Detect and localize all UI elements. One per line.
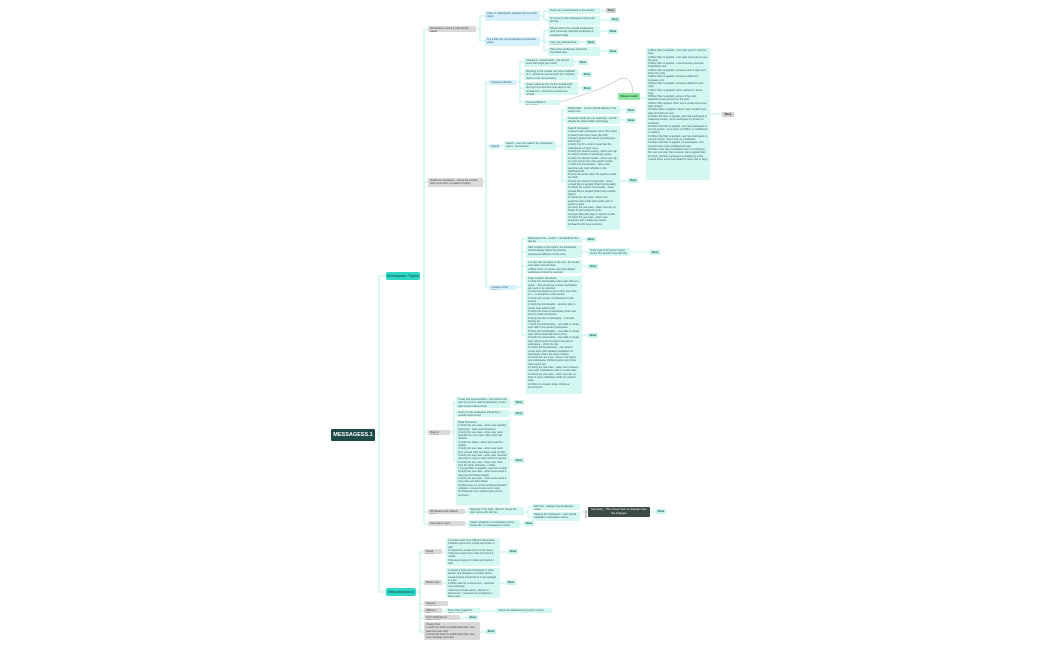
done-badge: Done [608, 49, 618, 54]
node-filter-count[interactable]: Show count [618, 93, 640, 100]
node-topics-sorted[interactable]: Topics are sorted based on the activity [548, 8, 600, 14]
node-creation-2-note[interactable]: Once topic is for some unread, shows the… [588, 248, 630, 256]
done-badge: Done [626, 108, 636, 113]
node-new-topic-desc[interactable]: Latest navigation to workspace screen - … [468, 520, 520, 528]
node-search[interactable]: Search [489, 144, 500, 149]
node-hover-title[interactable]: On hover on the workspace: shows the ful… [548, 16, 600, 25]
node-search-desc[interactable]: Search - user can search the workspace t… [504, 141, 556, 150]
done-badge: Done [656, 509, 666, 514]
node-unread-vs-read[interactable]: Unread vs (Read) [489, 80, 516, 85]
done-badge: Done [578, 60, 588, 65]
summary-node[interactable]: Summary - This screen has no changes fro… [588, 507, 650, 517]
done-badge: Done [606, 8, 616, 13]
node-creation-3[interactable]: 1.If user has no topics to the can - the… [526, 260, 582, 273]
done-badge: Done [650, 250, 660, 255]
node-unread-1[interactable]: Shown above the unread workspaces, (and … [548, 26, 600, 37]
node-filter-scenarios[interactable]: 1.When filter is applied - user gets pus… [646, 48, 710, 180]
node-different-note[interactable]: Check the data/streaming push reporter [496, 608, 552, 613]
node-visual-banner[interactable]: Visual banner [424, 549, 442, 554]
node-unread-item-3[interactable]: If user marks as the not the unread topi… [524, 82, 578, 95]
node-creation-1[interactable]: Delivered to the + button > should direc… [526, 236, 582, 243]
node-unread-3[interactable]: Title of the workspace should be truncat… [548, 47, 600, 56]
node-inside-workspace[interactable]: Inside the workspace - shows the unread … [428, 178, 483, 187]
done-badge: Done [486, 629, 496, 634]
branch-workspace-topics[interactable]: Workspace Topics [386, 272, 420, 280]
node-search-scenarios[interactable]: Search Scenarios: 1.Search with workspac… [566, 126, 620, 230]
node-marked-2[interactable]: Tapping the workspace - user should navi… [532, 512, 580, 521]
node-unread-item-2[interactable]: Replying to the unread one (inner bubble… [524, 69, 578, 80]
node-unread-item-1[interactable]: Unread on unread topics - the should sho… [524, 58, 574, 67]
node-creation-topic[interactable]: Creation of the topic (+) [489, 285, 516, 290]
done-badge: Done [514, 458, 524, 463]
branch-miscellaneous[interactable]: Miscellaneous [386, 588, 416, 596]
node-read-unread[interactable]: Read or unread [428, 430, 450, 435]
root-node[interactable]: MESSAGESS.1 [331, 429, 375, 441]
done-badge: Done [582, 86, 592, 91]
node-marked-desc[interactable]: Replying in the topic - Banner shows the… [468, 507, 524, 515]
node-read-1[interactable]: If user has opened topics - then shown t… [456, 397, 510, 408]
done-badge: Done [506, 580, 516, 585]
node-different-tabs[interactable]: Different tabs [424, 608, 442, 613]
done-badge: Done [628, 178, 638, 183]
node-delete-desc[interactable]: 1.Create a topic and workspace in other … [446, 568, 500, 598]
done-badge: Done [608, 29, 618, 34]
done-badge: Done [586, 237, 596, 242]
done-badge: Done [582, 72, 592, 77]
node-workspaces-sorted[interactable]: Workspaces sorted by the activity based [428, 26, 476, 32]
node-push-notifications[interactable]: Push Notifications - Workspaces [424, 615, 460, 620]
node-creation-scenarios[interactable]: Topic creation Scenarios: 1.Verify the f… [526, 276, 582, 394]
node-creation-2[interactable]: After creation of the topics, the worksp… [526, 245, 582, 258]
node-different-desc[interactable]: Event tabs toggled to different tabs [446, 608, 480, 613]
done-badge: Done [588, 333, 598, 338]
done-badge: Done [588, 264, 598, 269]
done-badge: Done [626, 118, 636, 123]
node-click-workspaces[interactable]: Click on workspaces: displays the list o… [485, 11, 540, 21]
node-delete-sync[interactable]: Delete sync [424, 580, 442, 585]
node-read-2[interactable]: Count on the workspace should be in unre… [456, 410, 510, 417]
done-badge: Done [514, 400, 524, 405]
done-badge: Done [514, 411, 524, 416]
node-search-empty[interactable]: If search results are not matching - sho… [566, 116, 620, 124]
node-visual-desc[interactable]: 1.Create topics from different devices/o… [446, 538, 500, 566]
node-privacy[interactable]: Privacy Fixe 1.Verify the limits on dash… [424, 622, 480, 640]
node-marked-state[interactable]: Workspace and marked state [428, 509, 465, 514]
node-unread-2[interactable]: User can collapse/click workspace [548, 40, 580, 45]
done-badge: Done [586, 40, 596, 45]
node-read-scenarios[interactable]: Read Scenarios: 1.Verify the use case - … [456, 420, 510, 505]
node-new-topic-sync[interactable]: New topic in sync [428, 521, 465, 526]
done-badge: Done [468, 615, 478, 620]
done-badge: Done [524, 521, 534, 526]
done-badge: Done [722, 112, 734, 117]
done-badge: Done [610, 17, 620, 22]
node-unread-title[interactable]: It is a title only (no workspace is expa… [485, 37, 540, 46]
node-marked-1[interactable]: Edit icon - displays the workspace name [532, 504, 580, 510]
done-badge: Done [508, 549, 518, 554]
node-search-placeholder[interactable]: Placeholder - screen should display in t… [566, 106, 620, 114]
node-network-exclusion[interactable]: Network exclusion [424, 601, 448, 606]
